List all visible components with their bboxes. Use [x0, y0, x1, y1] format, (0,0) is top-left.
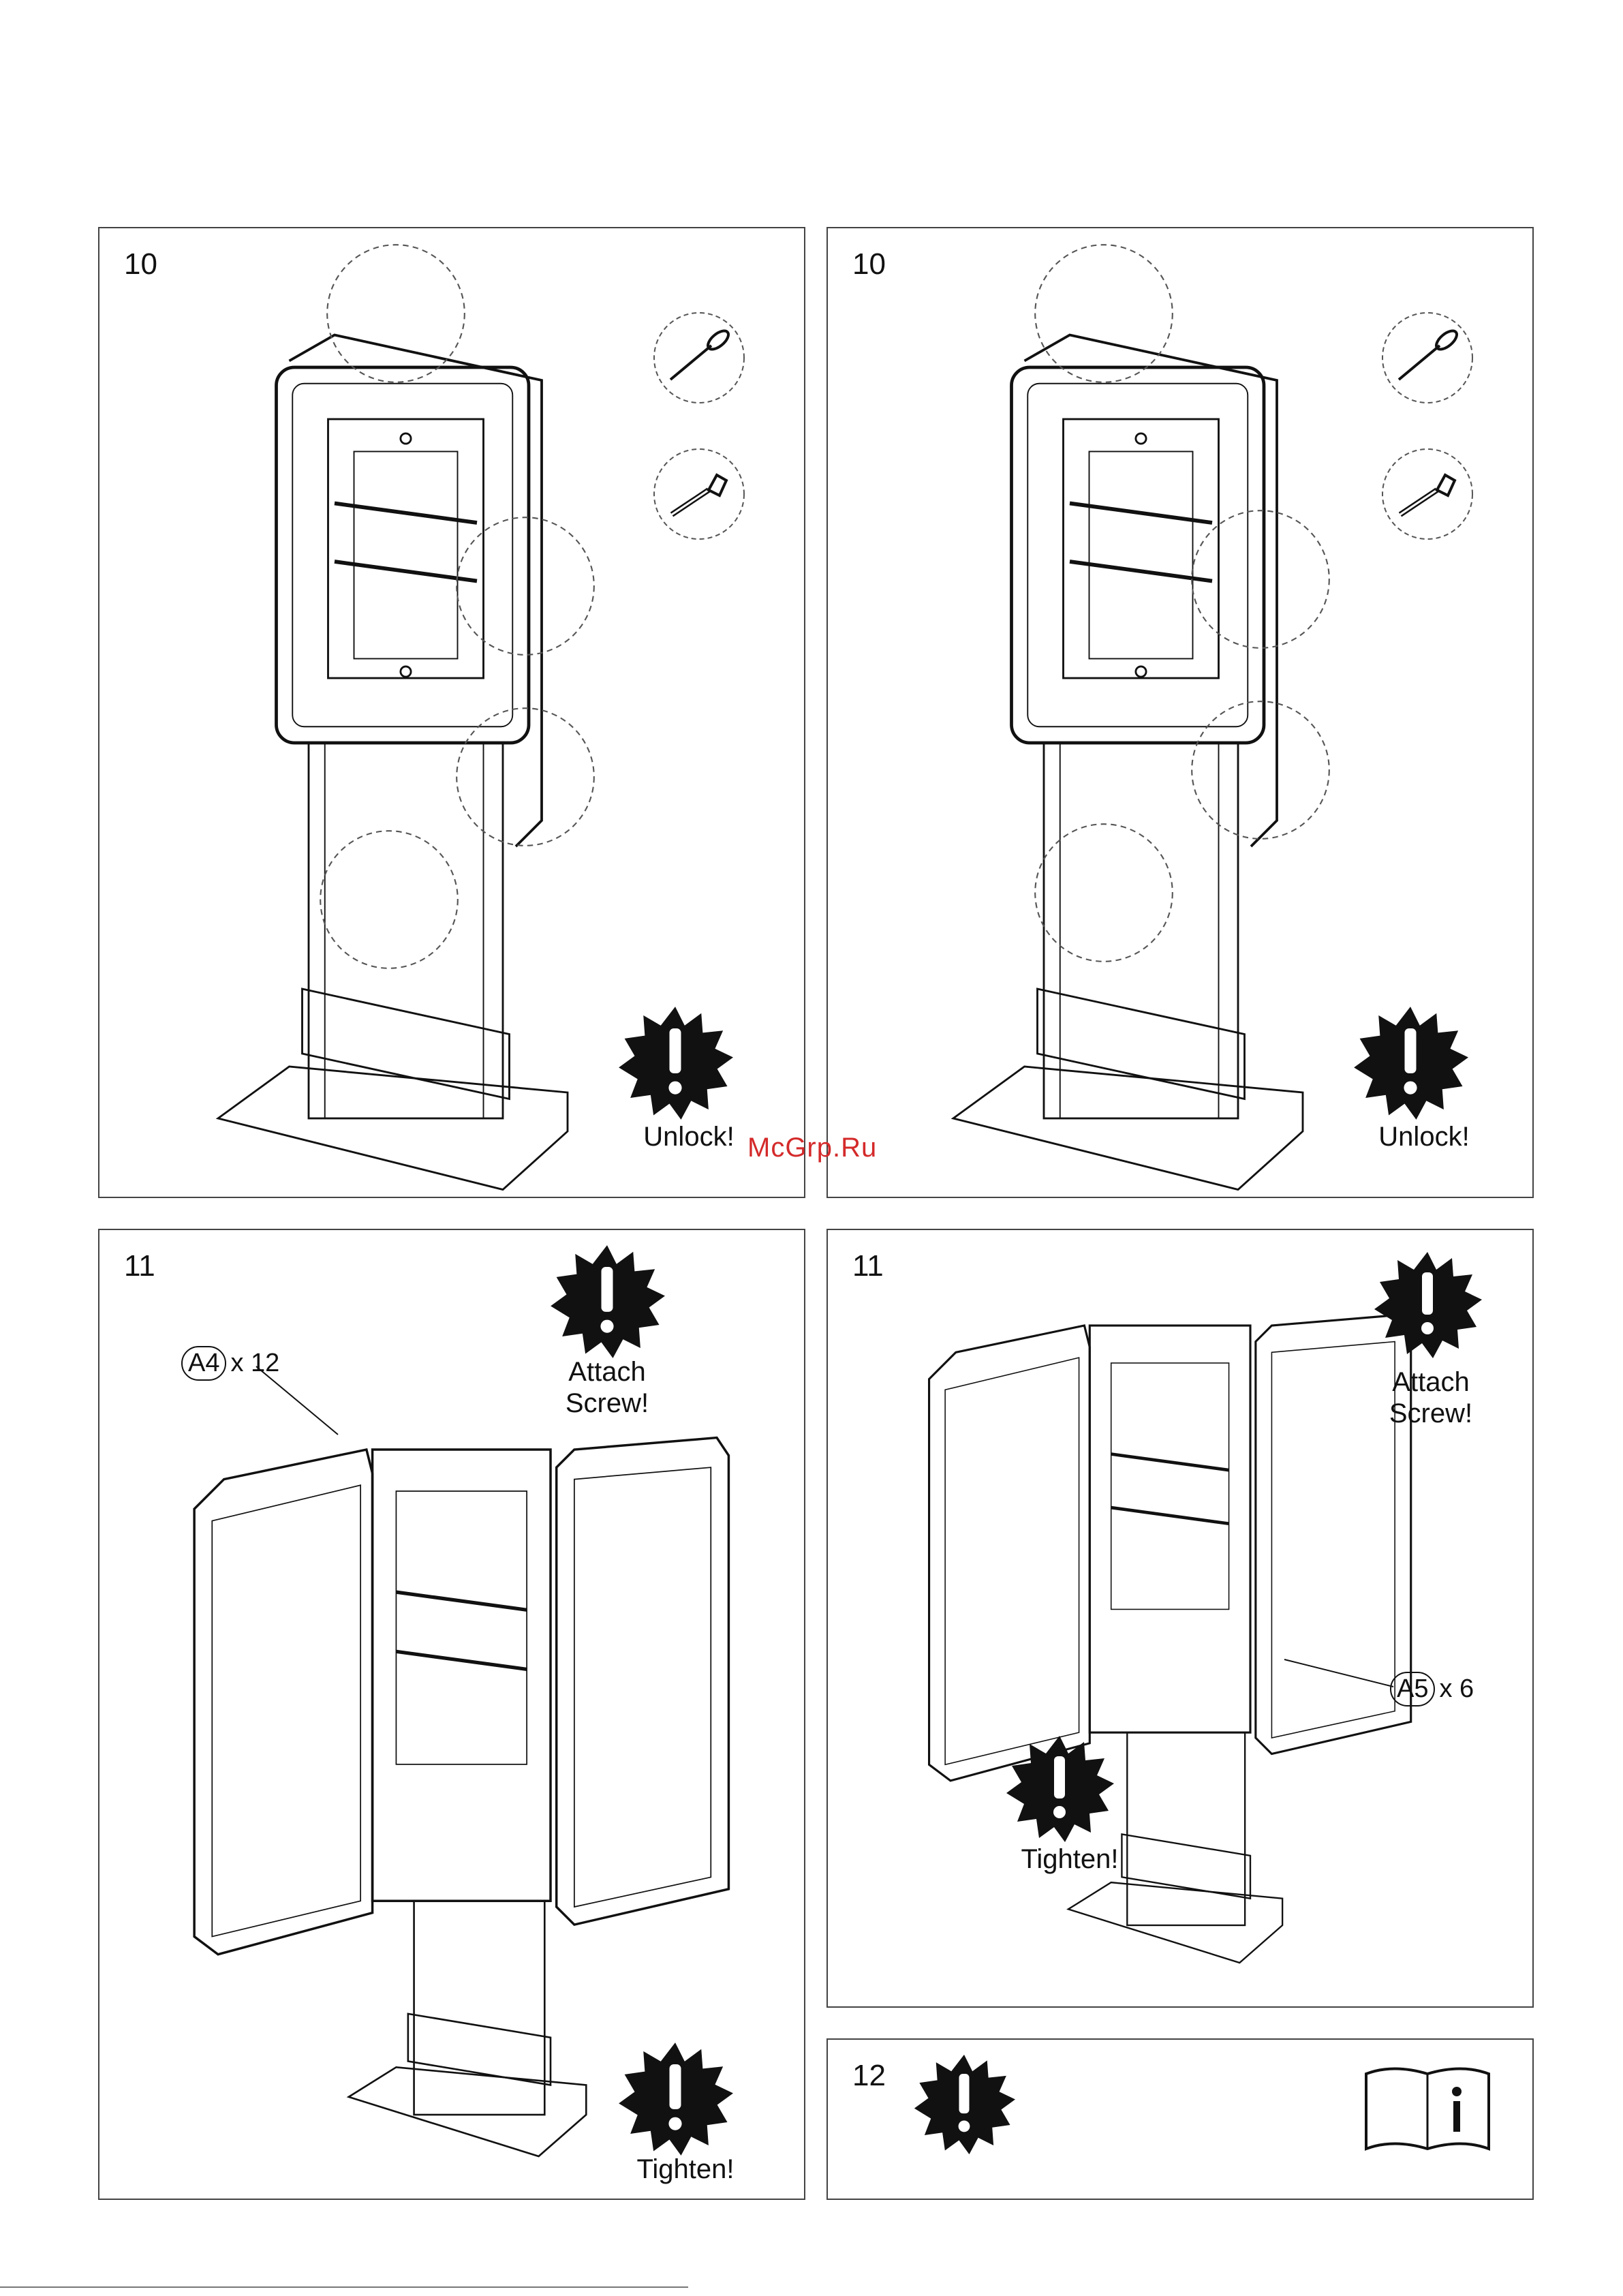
- part-code: A4: [181, 1346, 226, 1381]
- part-quantity: x 12: [230, 1349, 279, 1377]
- step-panel-10-left: 10 Unlock!: [98, 227, 805, 1198]
- tighten-caption: Tighten!: [1002, 1843, 1138, 1875]
- step-panel-10-right: 10 Unlock!: [826, 227, 1534, 1198]
- attach-screw-caption: Attach Screw!: [542, 1356, 672, 1419]
- unlock-caption: Unlock!: [1359, 1121, 1489, 1152]
- footer-divider: [0, 2286, 688, 2288]
- watermark: McGrp.Ru: [747, 1133, 877, 1163]
- info-manual-book-icon: [1359, 2060, 1496, 2156]
- unlock-caption: Unlock!: [624, 1121, 754, 1152]
- part-code: A5: [1390, 1672, 1435, 1706]
- tighten-caption: Tighten!: [617, 2154, 754, 2185]
- kiosk-unlock-illustration: [99, 228, 804, 1197]
- step-panel-12: 12: [826, 2038, 1534, 2200]
- attach-screw-caption: Attach Screw!: [1366, 1366, 1496, 1429]
- kiosk-open-door-illustration: [828, 1230, 1532, 2006]
- part-quantity: x 6: [1439, 1674, 1474, 1703]
- kiosk-unlock-illustration: [828, 228, 1532, 1197]
